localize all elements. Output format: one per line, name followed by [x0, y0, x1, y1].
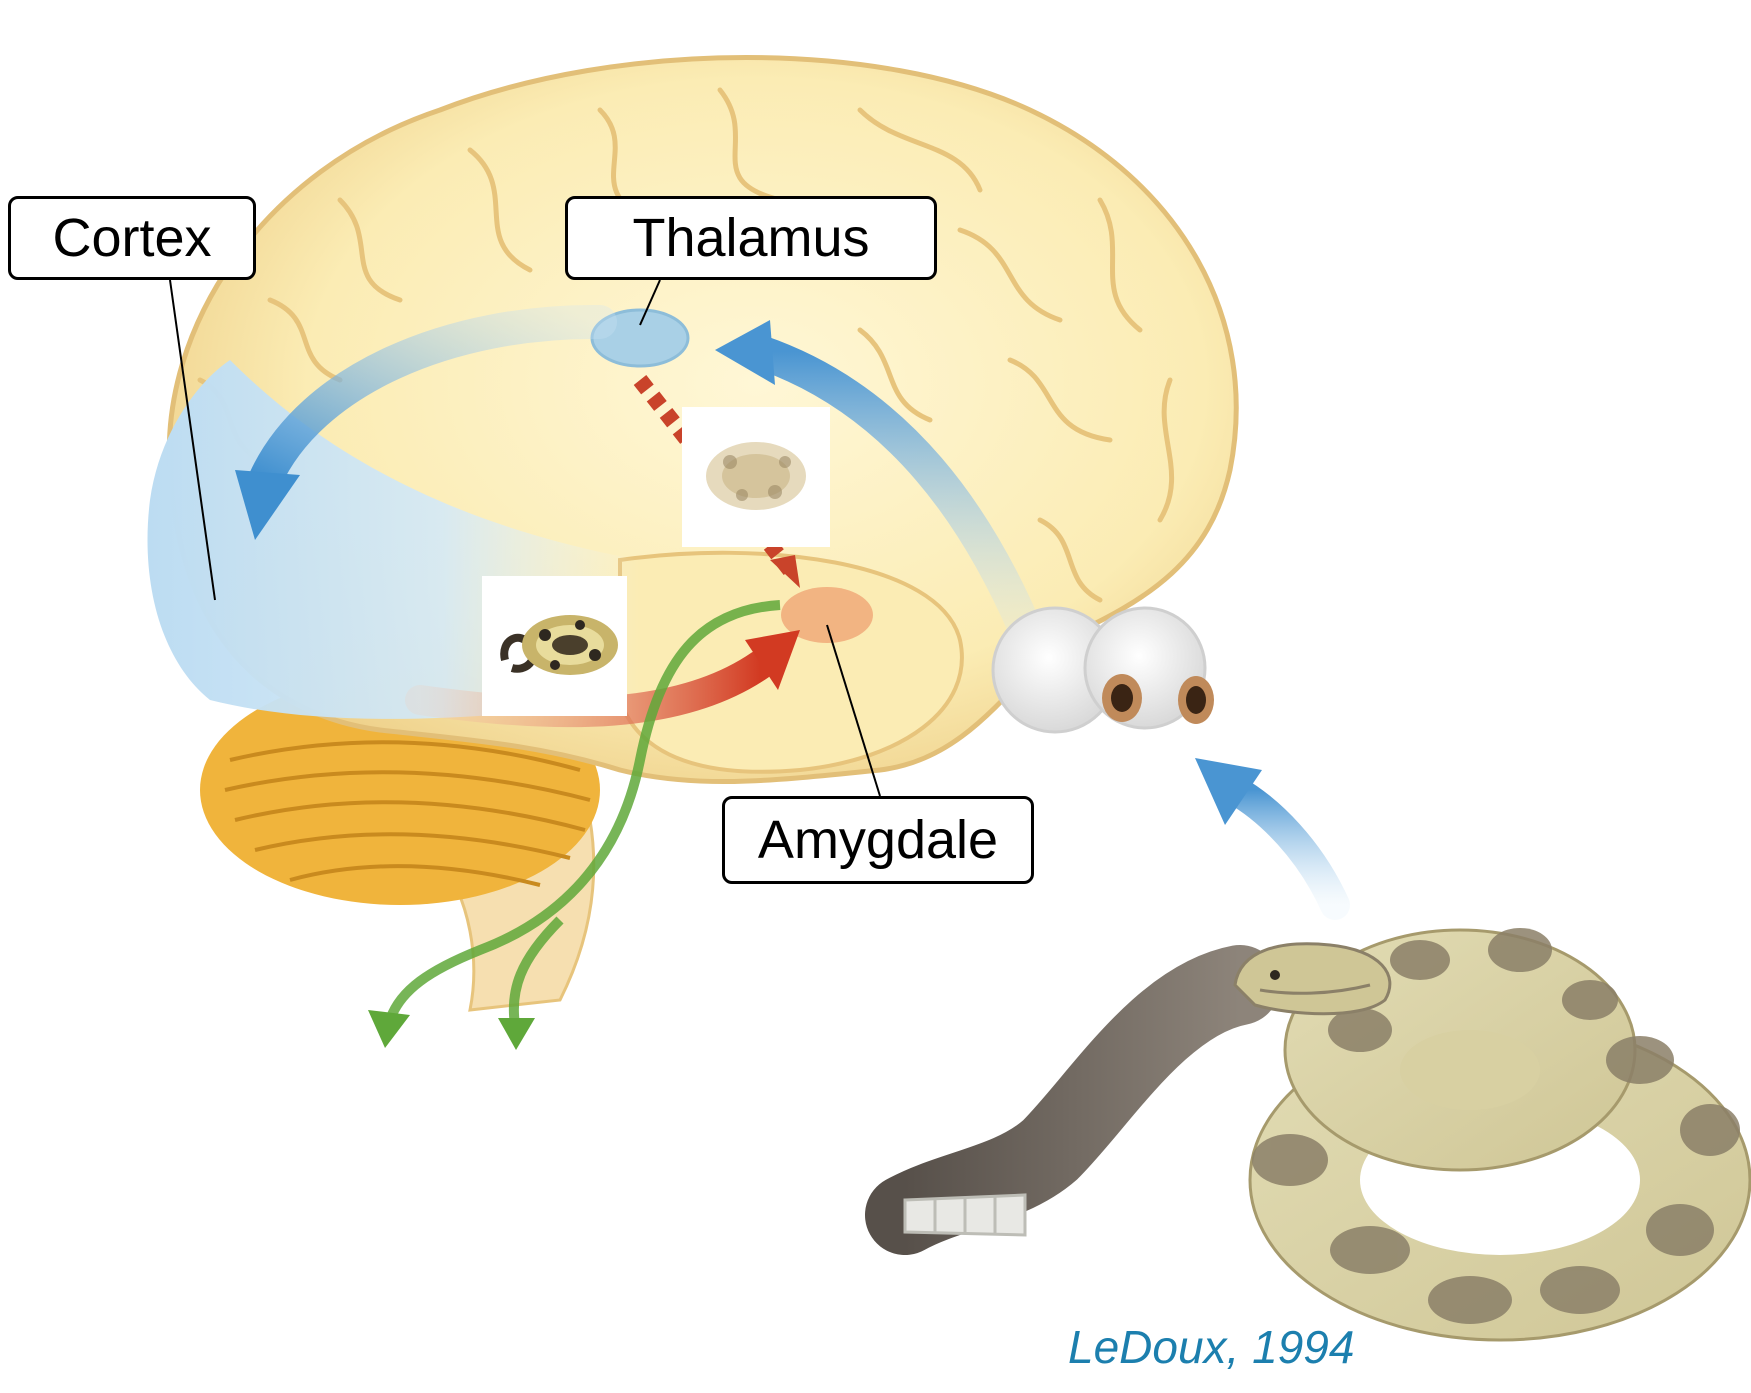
snake-thumbnail-icon — [482, 576, 627, 716]
eyes-icon — [993, 608, 1214, 732]
snake-to-eyes-arrow — [1195, 758, 1335, 905]
cortex-label: Cortex — [8, 196, 256, 280]
amygdale-label: Amygdale — [722, 796, 1034, 884]
blurred-snake-thumbnail-icon — [682, 407, 830, 547]
rattlesnake-illustration — [905, 928, 1750, 1340]
thalamus-label: Thalamus — [565, 196, 937, 280]
citation-text: LeDoux, 1994 — [1068, 1320, 1368, 1374]
